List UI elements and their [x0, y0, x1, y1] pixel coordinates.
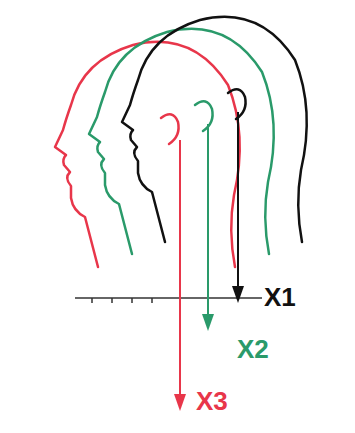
red-arrow [174, 140, 186, 411]
black-head [122, 17, 307, 242]
green-head [89, 29, 274, 254]
red-head [55, 42, 240, 267]
axis-label: X2 [237, 336, 269, 362]
black-arrow [232, 112, 244, 303]
axis-label: X3 [196, 388, 228, 414]
axis-label: X1 [264, 284, 296, 310]
axis [75, 298, 262, 303]
green-arrow [202, 124, 214, 331]
